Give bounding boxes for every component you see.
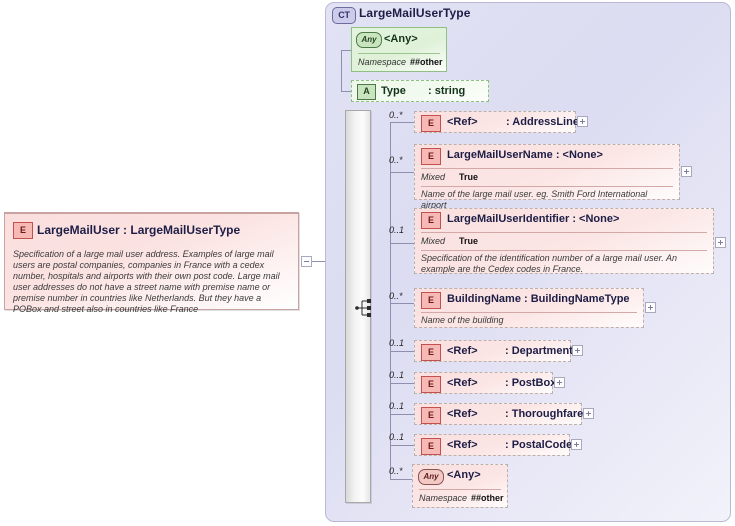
divider	[358, 53, 440, 54]
occurrence-label: 0..1	[389, 225, 405, 235]
attribute-type: : string	[428, 85, 466, 97]
element-badge-icon: E	[13, 222, 33, 239]
ref-name: <Ref>	[447, 345, 478, 357]
expand-button[interactable]	[577, 116, 588, 127]
element-badge-icon: E	[421, 376, 441, 393]
namespace-value: ##other	[410, 57, 443, 67]
element-badge-icon: E	[421, 148, 441, 165]
connector-line	[390, 243, 414, 244]
connector-line	[341, 50, 353, 51]
connector-line	[390, 122, 414, 123]
element-documentation: Specification of the identification numb…	[421, 253, 677, 274]
expand-button[interactable]	[645, 302, 656, 313]
element-name: BuildingName : BuildingNameType	[447, 293, 630, 305]
complex-type-badge-icon: CT	[332, 7, 356, 24]
sequence-compositor-bar[interactable]	[345, 110, 371, 503]
expand-button[interactable]	[571, 439, 582, 450]
particle-ref-department[interactable]: E <Ref> : Department	[414, 340, 573, 362]
particle-any[interactable]: Any <Any> Namespace ##other	[412, 464, 508, 508]
occurrence-label: 0..1	[389, 338, 405, 348]
mixed-label: Mixed	[421, 172, 446, 182]
element-documentation: Name of the building	[421, 315, 504, 325]
occurrence-label: 0..*	[389, 466, 403, 476]
particle-ref-thoroughfare[interactable]: E <Ref> : Thoroughfare	[414, 403, 584, 425]
expand-button[interactable]	[554, 377, 565, 388]
ref-type: : PostalCode	[505, 439, 573, 451]
occurrence-label: 0..1	[389, 401, 405, 411]
element-badge-icon: E	[421, 212, 441, 229]
connector-line	[390, 383, 414, 384]
sequence-icon	[355, 299, 371, 317]
any-attribute-box[interactable]: Any <Any> Namespace ##other	[351, 27, 447, 72]
element-badge-icon: E	[421, 344, 441, 361]
connector-line	[341, 50, 342, 92]
expand-button[interactable]	[681, 166, 692, 177]
divider	[421, 186, 673, 187]
expand-button[interactable]	[572, 345, 583, 356]
mixed-value: True	[459, 172, 479, 182]
element-box-documentation: Specification of a large mail user addre…	[13, 249, 280, 314]
ref-type: : Thoroughfare	[505, 408, 584, 420]
connector-line	[390, 351, 414, 352]
namespace-label: Namespace	[358, 57, 407, 67]
any-name: <Any>	[384, 33, 418, 45]
any-badge-icon: Any	[418, 469, 444, 485]
occurrence-label: 0..1	[389, 370, 405, 380]
particle-ref-postbox[interactable]: E <Ref> : PostBox	[414, 372, 557, 394]
ref-type: : Department	[505, 345, 573, 357]
particle-ref-addressline[interactable]: E <Ref> : AddressLine	[414, 111, 579, 133]
type-attribute-box[interactable]: A Type : string	[351, 80, 489, 102]
ref-type: : AddressLine	[506, 116, 579, 128]
occurrence-label: 0..*	[389, 110, 403, 120]
occurrence-label: 0..*	[389, 155, 403, 165]
divider	[421, 312, 637, 313]
ref-type: : PostBox	[505, 377, 557, 389]
any-name: <Any>	[447, 469, 481, 481]
element-badge-icon: E	[421, 292, 441, 309]
connector-line	[390, 303, 414, 304]
divider	[5, 213, 298, 214]
element-box-large-mail-user[interactable]: E LargeMailUser : LargeMailUserType Spec…	[4, 212, 299, 314]
connector-line	[390, 479, 414, 480]
connector-line	[390, 172, 414, 173]
any-badge-icon: Any	[356, 32, 382, 48]
particle-building-name[interactable]: E BuildingName : BuildingNameType Name o…	[414, 288, 644, 328]
particle-ref-postalcode[interactable]: E <Ref> : PostalCode	[414, 434, 573, 456]
element-box-title: LargeMailUser : LargeMailUserType	[37, 223, 241, 237]
element-badge-icon: E	[421, 115, 441, 132]
attribute-badge-icon: A	[357, 84, 376, 100]
divider	[421, 250, 707, 251]
collapse-toggle[interactable]	[301, 256, 312, 267]
ref-name: <Ref>	[447, 408, 478, 420]
connector-line	[341, 91, 353, 92]
divider	[419, 489, 501, 490]
element-documentation: Name of the large mail user. eg. Smith F…	[421, 189, 648, 210]
namespace-value: ##other	[471, 493, 504, 503]
ref-name: <Ref>	[447, 377, 478, 389]
element-name: LargeMailUserIdentifier : <None>	[447, 213, 620, 225]
occurrence-label: 0..*	[389, 291, 403, 301]
ref-name: <Ref>	[447, 116, 478, 128]
element-name: LargeMailUserName : <None>	[447, 149, 603, 161]
namespace-label: Namespace	[419, 493, 468, 503]
ref-name: <Ref>	[447, 439, 478, 451]
attribute-name: Type	[381, 85, 406, 97]
mixed-label: Mixed	[421, 236, 446, 246]
expand-button[interactable]	[715, 237, 726, 248]
mixed-value: True	[459, 236, 479, 246]
expand-button[interactable]	[583, 408, 594, 419]
connector-line	[390, 445, 414, 446]
particle-large-mail-user-name[interactable]: E LargeMailUserName : <None> Mixed True …	[414, 144, 680, 210]
element-badge-icon: E	[421, 407, 441, 424]
connector-line	[390, 414, 414, 415]
divider	[421, 232, 707, 233]
complex-type-title: LargeMailUserType	[359, 6, 471, 20]
occurrence-label: 0..1	[389, 432, 405, 442]
connector-trunk	[390, 122, 391, 479]
divider	[421, 168, 673, 169]
element-badge-icon: E	[421, 438, 441, 455]
particle-large-mail-user-identifier[interactable]: E LargeMailUserIdentifier : <None> Mixed…	[414, 208, 714, 274]
